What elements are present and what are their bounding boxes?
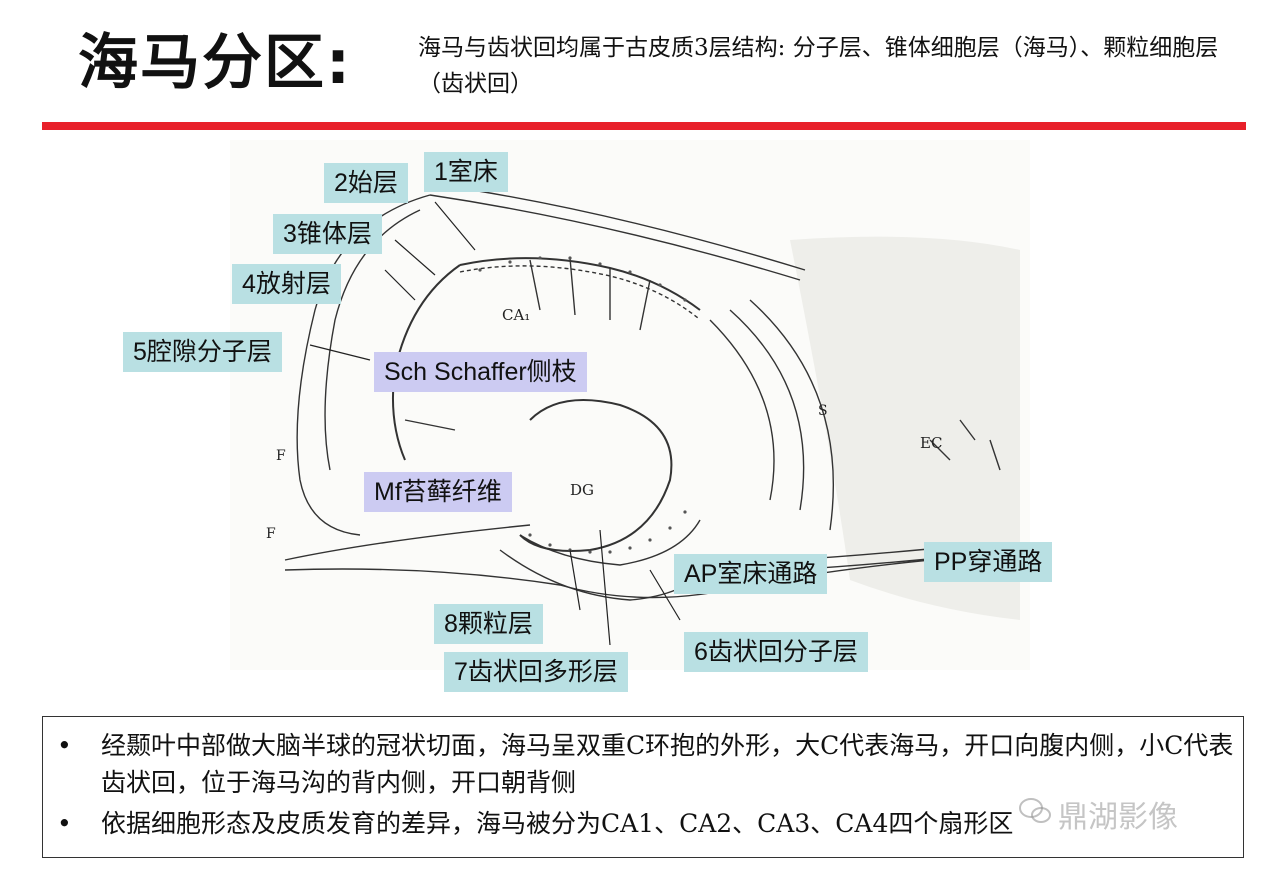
dg-text: DG xyxy=(570,481,594,499)
label-perforant-path: PP穿通路 xyxy=(924,542,1053,582)
ca1-text: CA₁ xyxy=(502,306,530,324)
label-alveus-path: AP室床通路 xyxy=(674,554,828,594)
ec-text: EC xyxy=(920,434,942,452)
f-text-1: F xyxy=(276,448,286,464)
red-divider xyxy=(42,122,1246,130)
label-polymorph: 7齿状回多形层 xyxy=(444,652,628,692)
wechat-icon xyxy=(1019,798,1051,823)
watermark: 鼎湖影像 xyxy=(1058,800,1178,835)
bullet-text-2: 依据细胞形态及皮质发育的差异，海马被分为CA1、CA2、CA3、CA4四个扇形区 xyxy=(101,809,1014,838)
label-radiatum: 4放射层 xyxy=(232,264,341,304)
label-schaffer: Sch Schaffer侧枝 xyxy=(374,352,587,392)
label-lacunosum: 5腔隙分子层 xyxy=(123,332,282,372)
f-text-2: F xyxy=(266,526,276,542)
label-granule: 8颗粒层 xyxy=(434,604,543,644)
label-ventricle: 1室床 xyxy=(424,152,508,192)
label-mossy-fiber: Mf苔藓纤维 xyxy=(364,472,512,512)
bullet-text-1: 经颞叶中部做大脑半球的冠状切面，海马呈双重C环抱的外形，大C代表海马，开口向腹内… xyxy=(101,731,1234,797)
label-oriens: 2始层 xyxy=(324,163,408,203)
bullet-box: • 经颞叶中部做大脑半球的冠状切面，海马呈双重C环抱的外形，大C代表海马，开口向… xyxy=(42,716,1244,858)
hippocampus-diagram: CA₁ DG EC S F F xyxy=(230,140,1030,670)
s-text: S xyxy=(818,403,828,419)
label-dg-molecular: 6齿状回分子层 xyxy=(684,632,868,672)
page-subtitle: 海马与齿状回均属于古皮质3层结构: 分子层、锥体细胞层（海马）、颗粒细胞层（齿状… xyxy=(418,35,1219,97)
label-pyramidal: 3锥体层 xyxy=(273,214,382,254)
page-title: 海马分区: xyxy=(78,28,352,98)
